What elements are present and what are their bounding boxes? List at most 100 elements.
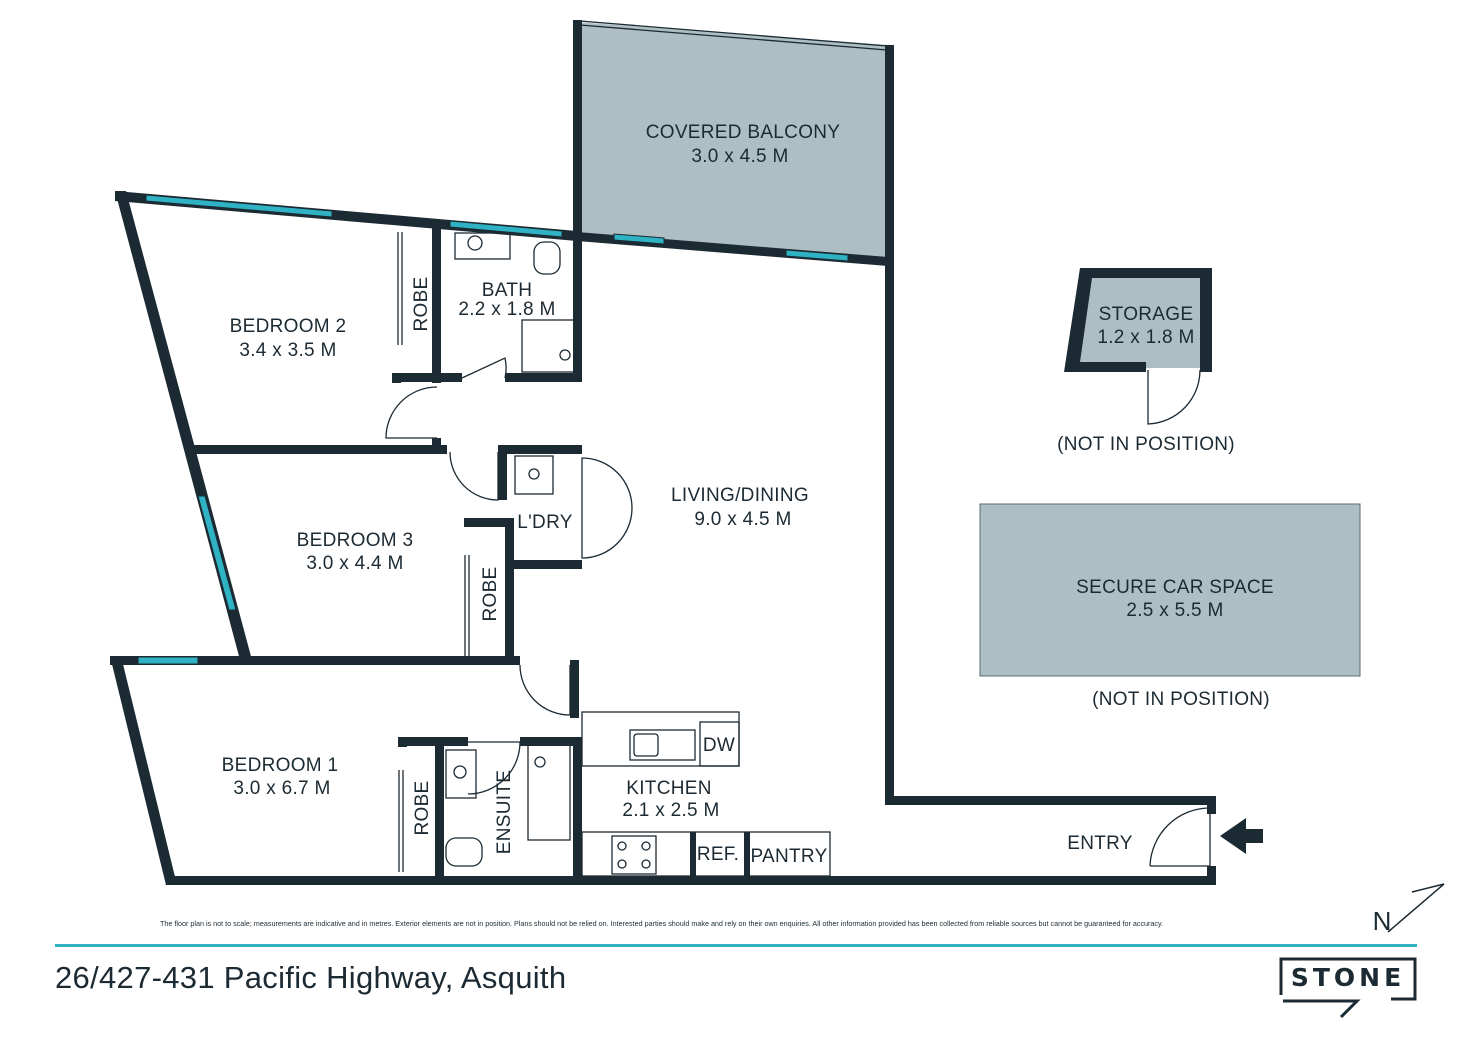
entry-north-wall [885, 796, 1215, 805]
laundry-south-wall [505, 560, 582, 569]
car-dims: 2.5 x 5.5 M [1126, 600, 1223, 621]
footer-rule [55, 944, 1417, 947]
bed3-east-wall [505, 518, 514, 665]
toilet-icon [533, 241, 561, 275]
bath-east-wall [573, 236, 582, 382]
disclaimer-text: The floor plan is not to scale; measurem… [160, 919, 1164, 928]
storage-note: (NOT IN POSITION) [1057, 434, 1235, 455]
laundry-label: L'DRY [517, 512, 572, 533]
ensuite-east-wall [573, 740, 582, 880]
door-entry [1149, 807, 1211, 867]
sliding-door-2 [679, 245, 761, 254]
shower-head [559, 349, 571, 361]
entry-east-stub-2 [1207, 866, 1216, 885]
laundry-west-wall [498, 445, 507, 500]
sink-icon [528, 468, 540, 480]
door-ensuite [467, 741, 521, 795]
window-bed2 [145, 194, 333, 218]
laundry-stub [464, 518, 514, 527]
ensuite-west-wall [435, 737, 444, 882]
brand-name: STONE [1290, 963, 1406, 992]
balcony-rail [579, 20, 888, 47]
sink-icon [453, 765, 467, 779]
robe-bed1-stub [398, 737, 407, 747]
bedroom1-north-wall [110, 656, 520, 665]
bath-name: BATH [482, 280, 532, 301]
kitchen-name: KITCHEN [626, 778, 712, 799]
vanity [454, 232, 511, 260]
south-wall [166, 876, 1216, 885]
kitchen-fixtures [581, 711, 831, 878]
bedroom1-name: BEDROOM 1 [222, 755, 339, 776]
car-space-fill [979, 503, 1361, 677]
burner [617, 841, 627, 851]
bedroom2-dims: 3.4 x 3.5 M [239, 340, 336, 361]
door-bed3 [449, 451, 499, 501]
bed2-robe-stub [392, 373, 401, 383]
bedroom1-dims: 3.0 x 6.7 M [233, 778, 330, 799]
entry-label: ENTRY [1067, 833, 1133, 854]
bath-dims: 2.2 x 1.8 M [458, 299, 555, 320]
balcony-rail-2 [579, 24, 888, 51]
balcony-east-wall [885, 45, 894, 805]
entry-arrow-icon [1220, 818, 1263, 854]
kitchen-sink [629, 729, 696, 761]
ensuite-label: ENSUITE [494, 770, 515, 854]
bath-south-wall-b [505, 373, 582, 382]
storage-dims: 1.2 x 1.8 M [1097, 327, 1194, 348]
bench-south [581, 831, 831, 877]
sink-icon [633, 733, 659, 757]
balcony-dims: 3.0 x 4.5 M [691, 146, 788, 167]
car-name: SECURE CAR SPACE [1076, 577, 1274, 598]
laundry-north-wall [498, 445, 582, 454]
west-wall-upper [115, 191, 252, 660]
door-laundry-1 [581, 457, 633, 509]
pantry-label: PANTRY [750, 846, 827, 867]
north-arrow-icon: N [1373, 883, 1445, 936]
robe-bed2-label: ROBE [411, 276, 432, 331]
bath-south-wall [432, 373, 462, 382]
robe-bed1-label: ROBE [412, 780, 433, 835]
bed1-east-wall [570, 660, 579, 718]
ensuite-north-wall [398, 737, 468, 746]
bath-fixtures [454, 232, 575, 373]
living-dims: 9.0 x 4.5 M [694, 509, 791, 530]
hall-stub [432, 438, 441, 454]
car-note: (NOT IN POSITION) [1092, 689, 1270, 710]
entry-east-stub [1207, 796, 1216, 814]
balcony-name: COVERED BALCONY [646, 122, 841, 143]
burner [641, 841, 651, 851]
storage-walls [1064, 268, 1212, 372]
cooktop-icon [611, 835, 657, 875]
balcony-fill [577, 22, 890, 262]
ref-label: REF. [697, 844, 739, 865]
property-address: 26/427-431 Pacific Highway, Asquith [55, 960, 567, 995]
burner [641, 859, 651, 869]
bedroom3-dims: 3.0 x 4.4 M [306, 553, 403, 574]
balcony-west-wall [573, 20, 582, 240]
door-bed1 [519, 664, 571, 716]
door-bed2 [385, 386, 438, 439]
bed2-bed3-wall [192, 445, 447, 454]
ensuite-fixtures [445, 744, 571, 867]
window-bath [449, 220, 563, 238]
shower-icon [521, 319, 575, 373]
window-living-1 [613, 233, 665, 245]
bath-south-wall-c [432, 373, 441, 383]
ref-wall-b [744, 832, 750, 878]
west-wall-lower [110, 656, 177, 885]
bedroom3-name: BEDROOM 3 [297, 530, 414, 551]
toilet-icon [445, 837, 483, 867]
window-living-2 [785, 249, 849, 262]
window-bed1 [137, 656, 199, 665]
bedroom2-name: BEDROOM 2 [230, 316, 347, 337]
door-laundry-2 [581, 507, 633, 559]
dishwasher [699, 721, 740, 767]
laundry-fixtures [514, 455, 554, 495]
door-storage [1147, 369, 1201, 425]
shower-icon [527, 744, 571, 841]
burner [617, 859, 627, 869]
living-name: LIVING/DINING [671, 485, 809, 506]
door-bath [461, 357, 507, 379]
